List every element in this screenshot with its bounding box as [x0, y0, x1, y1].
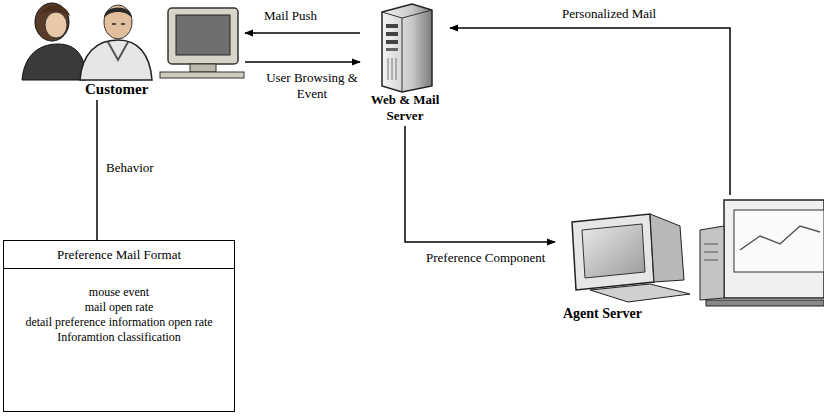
connector-arrow: [245, 61, 360, 63]
connector-arrow: [96, 100, 98, 240]
edge-label: Preference Component: [424, 250, 547, 266]
agent-server-illustration: [572, 200, 824, 306]
connector-arrow: [450, 28, 730, 195]
agent-node: Agent Server: [555, 195, 824, 322]
customer-illustration: [22, 3, 244, 80]
edge-label: Mail Push: [262, 8, 319, 24]
server-node: Web & Mail Server: [360, 0, 450, 124]
format-box: Preference Mail Format mouse eventmail op…: [3, 240, 235, 412]
server-illustration: [382, 4, 432, 92]
box-item: detail preference information open rate: [4, 315, 234, 330]
box-item: mail open rate: [4, 300, 234, 315]
edge-label: Personalized Mail: [560, 6, 658, 22]
node-label: Web & Mail Server: [360, 92, 450, 124]
actor-node: Customer: [10, 0, 245, 98]
edge-label: User Browsing & Event: [262, 70, 362, 102]
edge-label: Behavior: [104, 160, 156, 176]
box-item: Inforamtion classification: [4, 330, 234, 345]
connector-arrow: [405, 126, 555, 242]
box-item: mouse event: [4, 285, 234, 300]
connector-arrow: [245, 32, 360, 34]
node-label: Customer: [85, 80, 245, 98]
box-heading: Preference Mail Format: [4, 241, 234, 269]
node-label: Agent Server: [563, 305, 824, 322]
